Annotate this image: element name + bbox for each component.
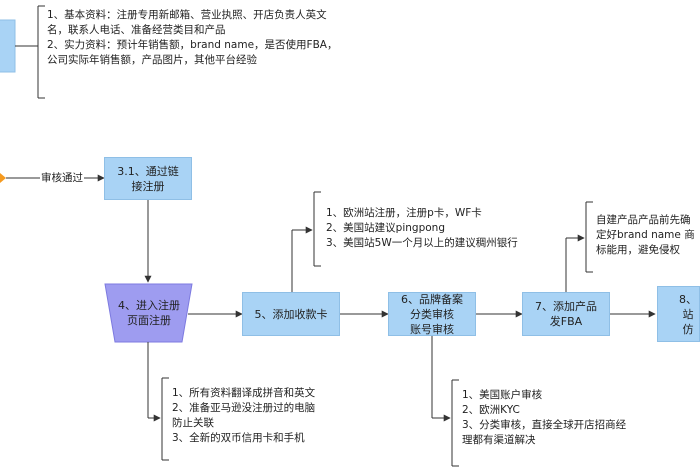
note-payment-card: 1、欧洲站注册，注册p卡，WF卡 2、美国站建议pingpong 3、美国站5W… [326,207,518,249]
step-3-1-box: 3.1、通过链 接注册 [104,157,192,200]
step-8-box: 8、 站 仿 [657,286,700,342]
note-product-brand: 自建产品产品前先确 定好brand name 商 标能用，避免侵权 [596,214,695,256]
europe-note-brace [313,191,321,267]
product-note-brace [585,201,593,273]
top-note-brace [15,5,45,99]
step-6-box: 6、品牌备案 分类审核 账号审核 [388,292,476,336]
step-4-label: 4、进入注册 页面注册 [118,299,180,327]
edge-label-approved: 审核通过 [40,170,84,185]
step-5-box: 5、添加收款卡 [242,292,340,336]
clipped-step-box [0,19,16,73]
note-translate-materials: 1、所有资料翻译成拼音和英文 2、准备亚马逊没注册过的电脑 防止关联 3、全新的… [172,387,316,444]
audit-note-brace [451,379,459,467]
decision-diamond [0,173,6,183]
translate-note-brace [161,377,169,461]
step-7-box: 7、添加产品 发FBA [522,292,610,336]
note-account-audit: 1、美国账户审核 2、欧洲KYC 3、分类审核，直接全球开店招商经 理都有渠道解… [462,389,627,446]
step-4-shape [104,283,193,343]
note-basic-info: 1、基本资料：注册专用新邮箱、营业执照、开店负责人英文 名，联系人电话、准备经营… [47,9,338,66]
